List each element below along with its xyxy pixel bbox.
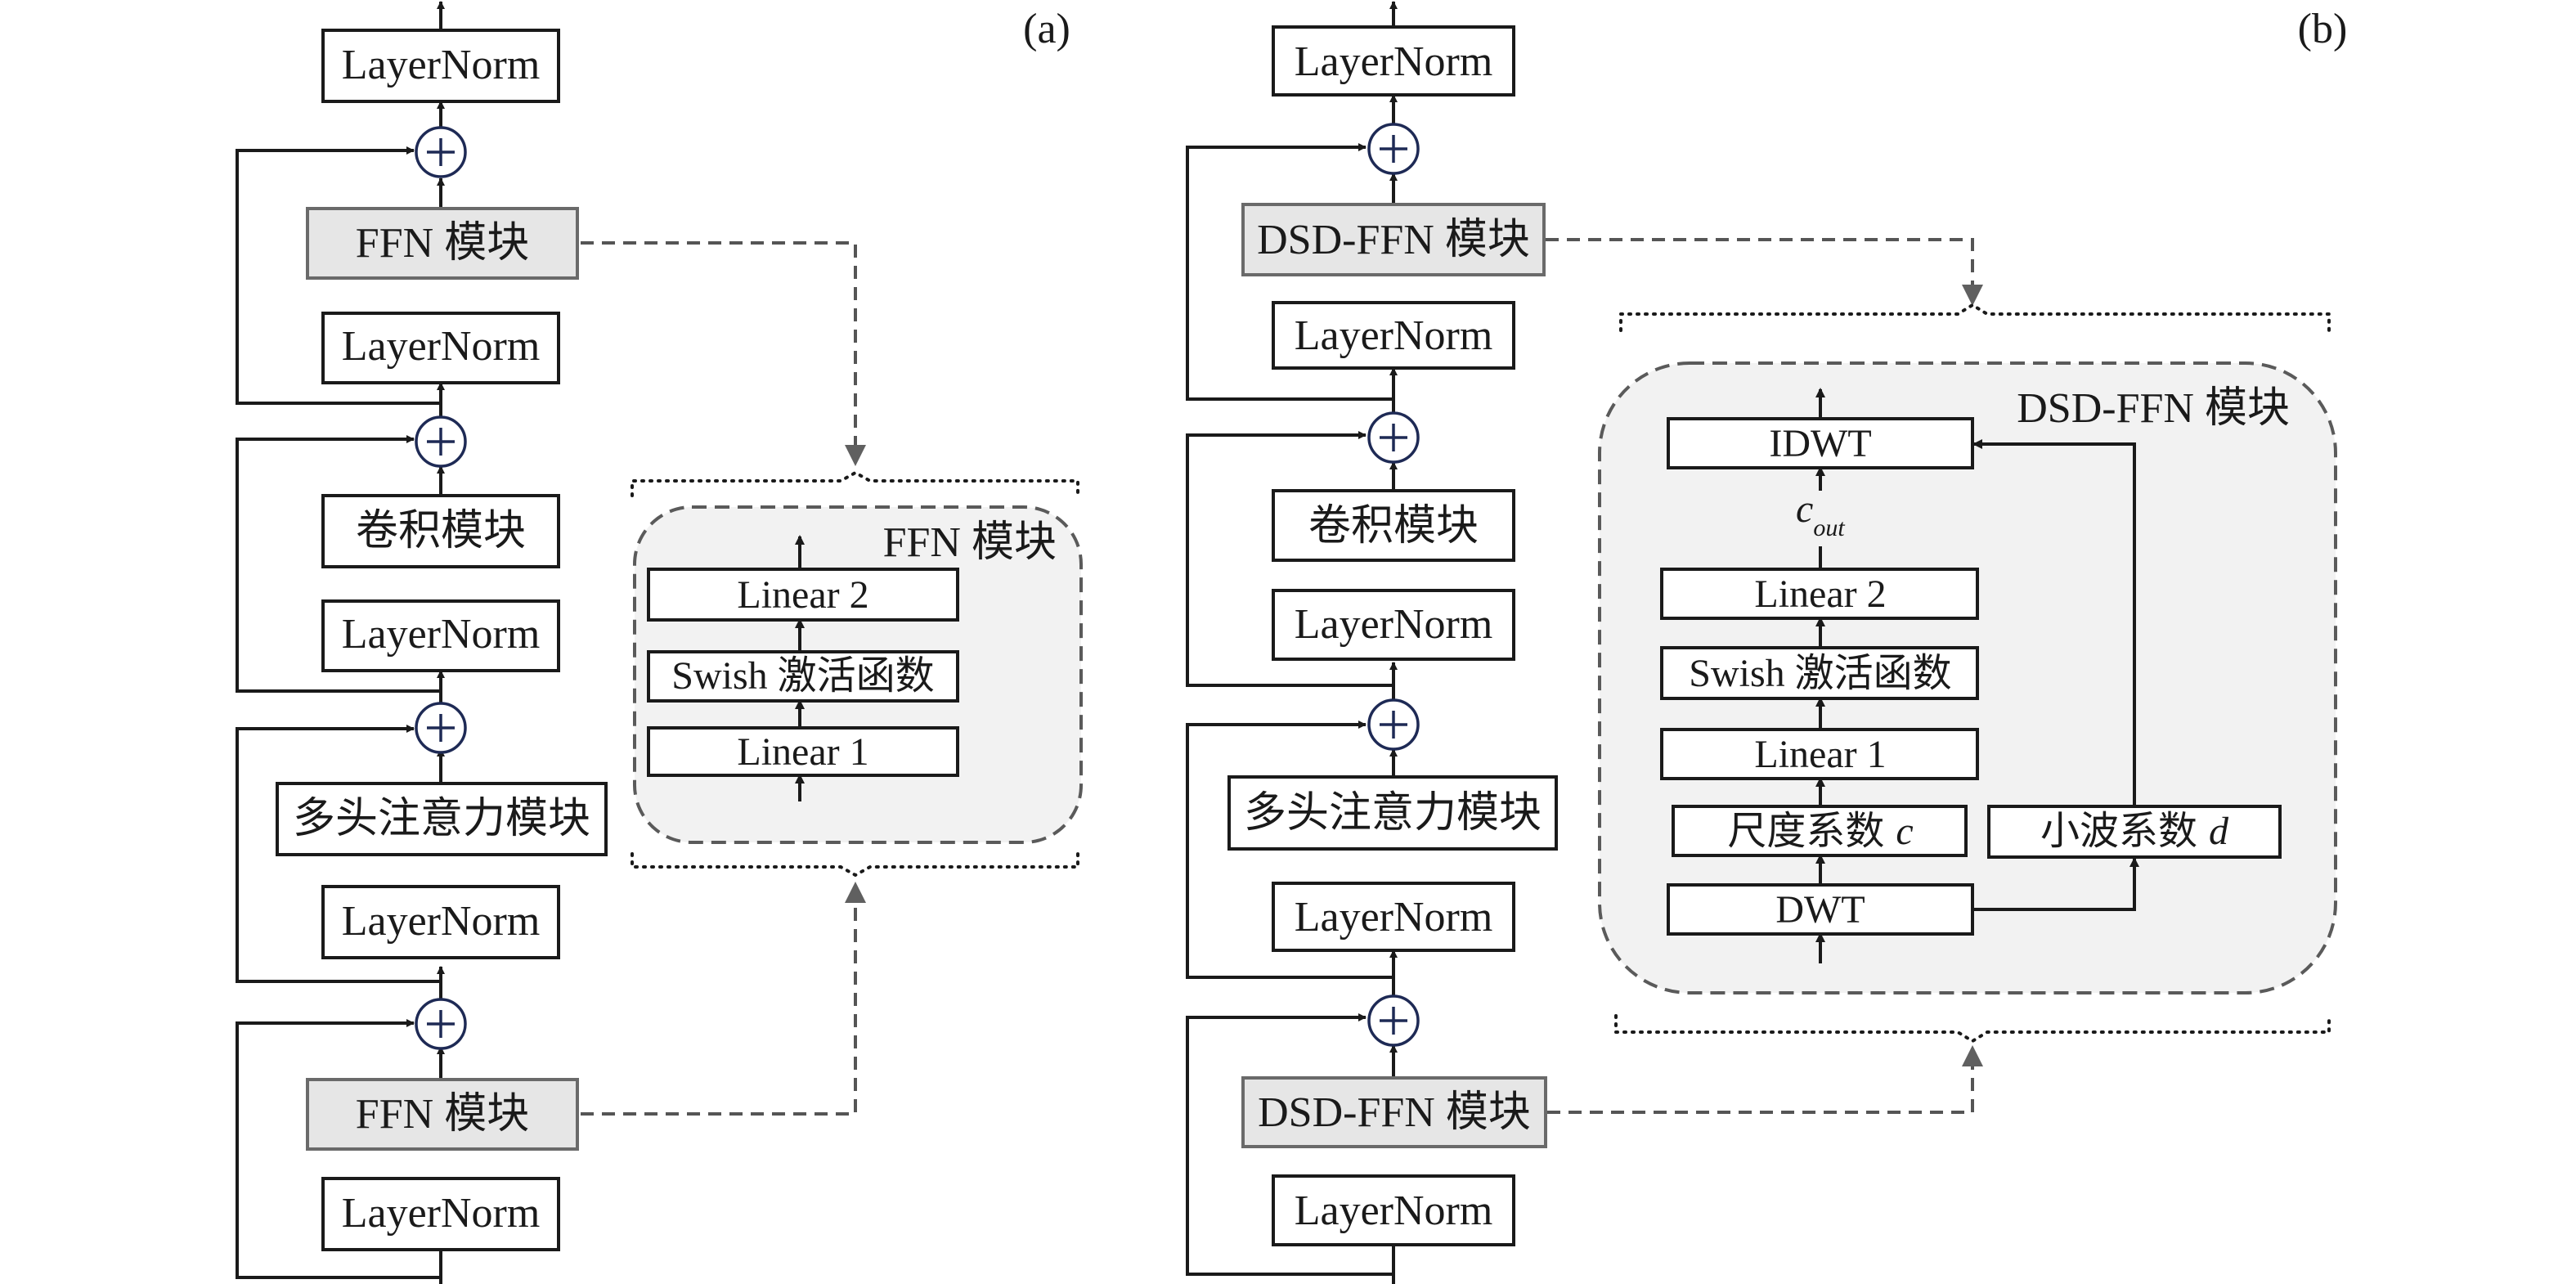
panel-b-tag: (b) xyxy=(2298,6,2348,52)
panel-b-detail-dwt-to-wavelet xyxy=(1972,857,2139,911)
panel-b-detail-scale-var: c xyxy=(1896,810,1913,853)
panel-b-dsd-detail: DSD-FFN 模块 DWT 尺度系数 c 小波系数 d Linear 1 Swis… xyxy=(1598,361,2337,994)
panel-a-add-node-4 xyxy=(415,998,467,1050)
panel-b-detail-cout-base: c xyxy=(1796,487,1813,531)
panel-a-connector-top xyxy=(581,241,866,466)
panel-b-add-node-2 xyxy=(1367,411,1420,464)
panel-b-dsd-bottom-box xyxy=(1241,1076,1547,1148)
panel-a-layernorm-3-label: LayerNorm xyxy=(342,611,541,658)
panel-b-layernorm-2-box xyxy=(1272,301,1515,370)
panel-b-brace-top xyxy=(1619,303,2331,332)
panel-a-bottom-layernorm-label: LayerNorm xyxy=(342,1190,541,1237)
panel-a-add-node-3 xyxy=(415,702,467,754)
panel-a-ffn-detail-title: FFN 模块 xyxy=(883,519,1057,566)
panel-b-detail-swish-box xyxy=(1660,646,1979,700)
panel-a-layernorm-4-box xyxy=(321,885,560,959)
panel-b-detail-wavelet-var: d xyxy=(2209,810,2229,853)
panel-a-ffn-bottom-label: FFN 模块 xyxy=(356,1091,529,1138)
svg-text:cout: cout xyxy=(1796,487,1845,541)
panel-a-layernorm-4-label: LayerNorm xyxy=(342,898,541,945)
panel-a-brace-bottom xyxy=(631,852,1079,878)
panel-b-conv-box xyxy=(1272,489,1515,562)
panel-b-top-layernorm-label: LayerNorm xyxy=(1295,38,1493,85)
panel-a-mhsa-box xyxy=(276,782,608,856)
panel-b-bottom-layernorm-label: LayerNorm xyxy=(1295,1187,1493,1234)
panel-b-detail-linear2-box xyxy=(1660,568,1979,620)
panel-b-detail-wavelet-label: 小波系数 xyxy=(2040,810,2197,853)
panel-a-top-layernorm-label: LayerNorm xyxy=(342,42,541,88)
panel-b-layernorm-3-box xyxy=(1272,589,1515,661)
panel-b-dsd-bottom-label: DSD-FFN 模块 xyxy=(1258,1089,1531,1136)
panel-a-top-layernorm-box xyxy=(321,29,560,103)
panel-b-layernorm-2-label: LayerNorm xyxy=(1295,312,1493,359)
panel-b-detail-linear2-label: Linear 2 xyxy=(1754,572,1886,616)
panel-a-ffn-top-label: FFN 模块 xyxy=(356,220,529,267)
panel-a-detail-linear2-label: Linear 2 xyxy=(737,573,868,617)
panel-b-detail-scale-box xyxy=(1672,805,1968,857)
panel-b-add-node-1 xyxy=(1367,123,1420,175)
panel-a-conv-label: 卷积模块 xyxy=(356,508,526,554)
panel-b-mhsa-box xyxy=(1227,775,1558,851)
panel-b: (b) xyxy=(1186,1,2348,1284)
panel-a-bottom-layernorm-box xyxy=(321,1177,560,1251)
panel-a-mhsa-label: 多头注意力模块 xyxy=(293,796,590,842)
panel-a-ffn-detail: FFN 模块 Linear 1 Swish 激活函数 Linear 2 xyxy=(633,505,1083,844)
panel-b-dsd-detail-title: DSD-FFN 模块 xyxy=(2017,385,2290,432)
panel-b-add-node-3 xyxy=(1367,698,1420,751)
panel-b-dsd-top-box xyxy=(1241,203,1546,276)
panel-b-detail-idwt-label: IDWT xyxy=(1769,422,1871,465)
panel-a-add-node-2 xyxy=(415,415,467,468)
panel-a-tag: (a) xyxy=(1023,6,1070,52)
panel-a-detail-linear1-box xyxy=(647,726,959,777)
panel-b-add-node-4 xyxy=(1367,994,1420,1047)
panel-a-detail-linear1-label: Linear 1 xyxy=(737,730,868,774)
panel-a-ffn-bottom-box xyxy=(306,1078,579,1151)
panel-b-detail-wavelet-box xyxy=(1987,805,2282,859)
panel-b-residuals xyxy=(1186,143,1393,1276)
panel-a-detail-swish-label: Swish 激活函数 xyxy=(671,654,934,698)
panel-b-conv-label: 卷积模块 xyxy=(1308,503,1479,550)
panel-a-residuals xyxy=(236,146,441,1279)
panel-a-connector-bottom xyxy=(581,882,866,1116)
panel-a-layernorm-3-box xyxy=(321,599,560,672)
panel-b-detail-swish-label: Swish 激活函数 xyxy=(1689,652,1951,695)
panel-b-brace-bottom xyxy=(1614,1014,2331,1044)
panel-b-connector-bottom xyxy=(1547,1045,1983,1114)
panel-b-layernorm-4-box xyxy=(1272,882,1515,952)
panel-b-detail-dwt-label: DWT xyxy=(1775,888,1865,932)
panel-b-detail-linear1-label: Linear 1 xyxy=(1754,733,1886,776)
panel-b-dsd-top-label: DSD-FFN 模块 xyxy=(1257,217,1530,263)
panel-a-layernorm-2-label: LayerNorm xyxy=(342,323,541,370)
panel-a-detail-linear2-box xyxy=(647,568,959,622)
panel-a-ffn-top-box xyxy=(306,207,579,280)
panel-a-conv-box xyxy=(321,494,560,568)
panel-b-detail-idwt-box xyxy=(1667,417,1974,469)
panel-a-layernorm-2-box xyxy=(321,312,560,384)
panel-b-top-layernorm-box xyxy=(1272,25,1515,97)
panel-a-brace-top xyxy=(631,470,1079,497)
panel-b-detail-cout-sub: out xyxy=(1813,514,1845,541)
panel-a: (a) xyxy=(236,1,1083,1284)
panel-a-add-node-1 xyxy=(415,126,467,178)
panel-b-layernorm-3-label: LayerNorm xyxy=(1295,601,1493,648)
panel-b-bottom-layernorm-box xyxy=(1272,1174,1515,1246)
panel-b-mhsa-label: 多头注意力模块 xyxy=(1244,790,1542,837)
panel-b-detail-wavelet-to-idwt xyxy=(1972,439,2136,806)
panel-a-detail-swish-box xyxy=(647,650,959,703)
panel-b-detail-scale-label: 尺度系数 xyxy=(1727,810,1884,853)
panel-b-connector-top xyxy=(1546,238,1983,306)
panel-b-layernorm-4-label: LayerNorm xyxy=(1295,894,1493,941)
